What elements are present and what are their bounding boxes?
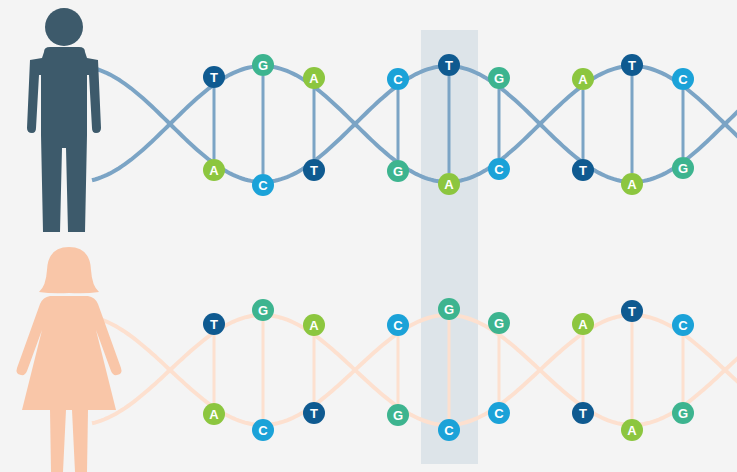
base-circle: C: [387, 314, 409, 336]
base-circle: G: [488, 67, 510, 89]
base-letter: C: [678, 319, 687, 332]
base-circle: T: [572, 402, 594, 424]
base-letter: A: [627, 424, 636, 437]
base-pair-rung: [313, 89, 316, 159]
base-letter: T: [210, 71, 218, 84]
base-pair-rung: [262, 321, 265, 419]
base-letter: A: [309, 319, 318, 332]
base-letter: C: [678, 73, 687, 86]
base-letter: A: [309, 72, 318, 85]
base-letter: G: [678, 407, 688, 420]
base-pair-rung: [448, 76, 451, 173]
base-circle: C: [672, 68, 694, 90]
base-circle: C: [488, 402, 510, 424]
base-circle: T: [203, 66, 225, 88]
base-circle: A: [621, 173, 643, 195]
base-circle: C: [488, 158, 510, 180]
base-circle: A: [303, 67, 325, 89]
base-circle: C: [252, 174, 274, 196]
base-letter: C: [393, 73, 402, 86]
base-circle: G: [252, 54, 274, 76]
base-pair-rung: [631, 322, 634, 419]
base-circle: C: [387, 68, 409, 90]
base-letter: G: [258, 59, 268, 72]
dna-strand: [92, 66, 737, 182]
highlight-band: [421, 30, 478, 464]
base-circle: G: [438, 298, 460, 320]
base-pair-rung: [397, 336, 400, 404]
base-letter: T: [579, 407, 587, 420]
base-circle: A: [203, 159, 225, 181]
dna-strand: [92, 66, 737, 182]
base-letter: A: [627, 178, 636, 191]
base-circle: G: [672, 402, 694, 424]
base-circle: A: [303, 314, 325, 336]
base-letter: G: [258, 304, 268, 317]
base-circle: G: [488, 312, 510, 334]
base-letter: T: [310, 164, 318, 177]
base-pair-rung: [397, 90, 400, 160]
base-letter: C: [258, 179, 267, 192]
base-letter: A: [209, 408, 218, 421]
base-letter: C: [494, 407, 503, 420]
base-letter: C: [444, 424, 453, 437]
base-circle: T: [203, 313, 225, 335]
base-letter: G: [494, 72, 504, 85]
base-circle: A: [203, 403, 225, 425]
base-letter: T: [310, 407, 318, 420]
base-letter: T: [579, 164, 587, 177]
base-pair-rung: [682, 90, 685, 157]
female-figure: [17, 247, 122, 472]
base-letter: A: [444, 178, 453, 191]
base-circle: T: [621, 54, 643, 76]
base-letter: G: [393, 409, 403, 422]
dna-strands: [92, 66, 737, 425]
male-figure: [27, 8, 101, 232]
base-circle: C: [252, 419, 274, 441]
base-circle: T: [621, 300, 643, 322]
dna-strand: [92, 315, 737, 425]
base-circle: T: [438, 54, 460, 76]
base-circle: G: [252, 299, 274, 321]
base-pair-rung: [582, 335, 585, 402]
base-letter: C: [494, 163, 503, 176]
base-letter: T: [628, 305, 636, 318]
base-pair-rung: [631, 76, 634, 173]
base-pair-rung: [682, 336, 685, 402]
base-circle: A: [572, 68, 594, 90]
base-circle: C: [438, 419, 460, 441]
base-letter: A: [209, 164, 218, 177]
base-circle: T: [303, 159, 325, 181]
base-letter: T: [628, 59, 636, 72]
base-pair-rung: [498, 89, 501, 158]
base-circle: G: [387, 404, 409, 426]
base-circle: T: [303, 402, 325, 424]
base-letter: C: [258, 424, 267, 437]
base-circle: T: [572, 159, 594, 181]
base-letter: G: [444, 303, 454, 316]
base-letter: G: [678, 162, 688, 175]
base-circle: A: [438, 173, 460, 195]
base-letter: A: [578, 318, 587, 331]
base-pair-rung: [262, 76, 265, 174]
base-circle: C: [672, 314, 694, 336]
base-pair-rung: [448, 320, 451, 419]
base-letter: A: [578, 73, 587, 86]
dna-strand: [92, 315, 737, 425]
base-pair-rung: [313, 336, 316, 402]
base-pair-rung: [498, 334, 501, 402]
base-letter: G: [393, 165, 403, 178]
base-circle: G: [387, 160, 409, 182]
base-pair-rung: [213, 88, 216, 159]
base-circle: A: [572, 313, 594, 335]
base-pair-rung: [213, 335, 216, 403]
base-letter: T: [445, 59, 453, 72]
base-circle: A: [621, 419, 643, 441]
base-letter: G: [494, 317, 504, 330]
base-letter: T: [210, 318, 218, 331]
base-pair-rung: [582, 90, 585, 159]
base-circle: G: [672, 157, 694, 179]
base-letter: C: [393, 319, 402, 332]
